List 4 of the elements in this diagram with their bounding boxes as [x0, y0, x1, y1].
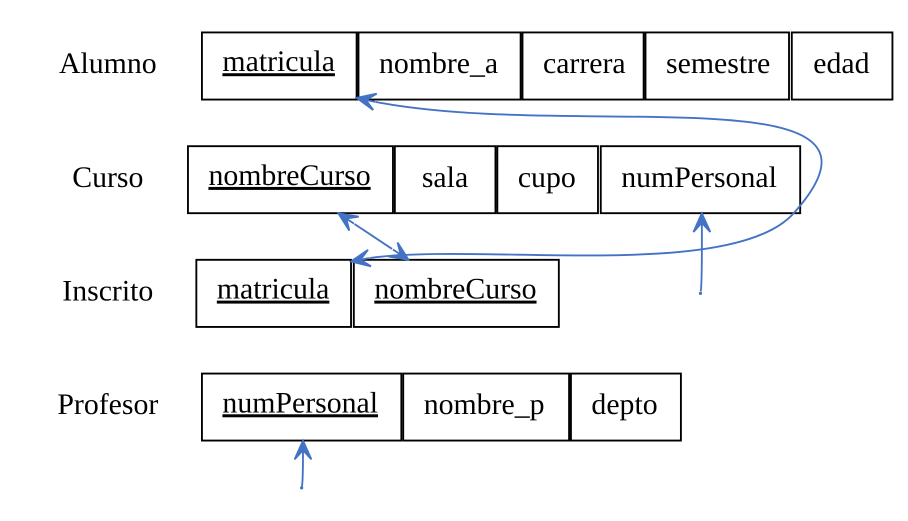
label: Alumno [58, 47, 157, 80]
label: Inscrito [62, 274, 154, 308]
label: Curso [72, 160, 144, 194]
label: Profesor [57, 388, 158, 422]
